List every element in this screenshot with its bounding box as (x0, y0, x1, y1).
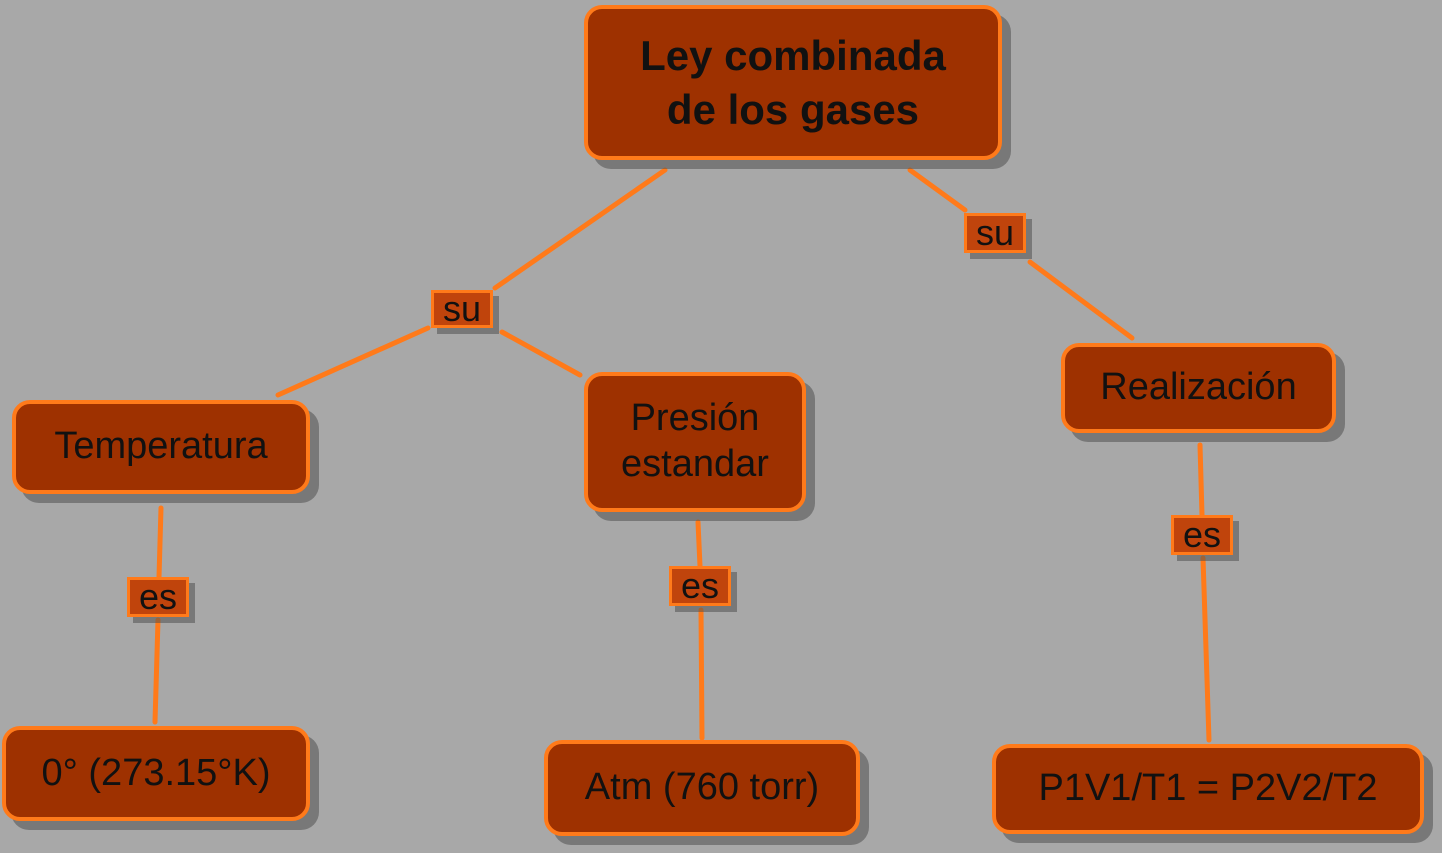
connector-root-su-right (907, 167, 968, 213)
temperatura-node[interactable]: Temperatura (12, 400, 310, 494)
presion-estandar-node[interactable]: Presión estandar (584, 372, 806, 512)
connector-es-temp-value (152, 617, 161, 725)
link-label-su-right: su (964, 213, 1026, 253)
link-label-su-left: su (431, 290, 493, 328)
link-label-es-temperatura: es (127, 577, 189, 617)
realizacion-node[interactable]: Realización (1061, 343, 1336, 433)
root-concept-node[interactable]: Ley combinada de los gases (584, 5, 1002, 160)
connector-realizacion-es (1197, 442, 1205, 518)
formula-node[interactable]: P1V1/T1 = P2V2/T2 (992, 744, 1424, 834)
link-label-es-presion: es (669, 566, 731, 606)
presion-value-node[interactable]: Atm (760 torr) (544, 740, 860, 836)
connector-temperatura-es (156, 505, 164, 580)
connector-root-su-left (492, 167, 668, 291)
connector-es-formula (1200, 555, 1212, 743)
connector-su-left-presion (499, 329, 583, 378)
connector-su-left-temperatura (275, 325, 431, 398)
link-label-es-realizacion: es (1171, 515, 1233, 555)
connector-es-pres-value (698, 607, 705, 741)
temperatura-value-node[interactable]: 0° (273.15°K) (2, 726, 310, 821)
connector-su-right-realizacion (1027, 259, 1135, 341)
connector-presion-es (695, 519, 703, 569)
